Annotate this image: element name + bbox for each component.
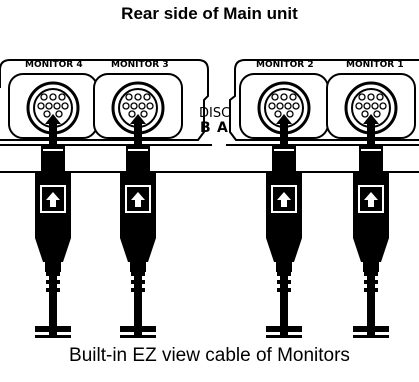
monitor-4-pin bbox=[58, 93, 66, 101]
monitor-1-pin bbox=[355, 102, 363, 110]
monitor-4-label: MONITOR 4 bbox=[25, 60, 83, 70]
disc-b-label: B bbox=[200, 120, 211, 136]
monitor-1-pin bbox=[358, 93, 366, 101]
monitor-4-pin bbox=[61, 102, 69, 110]
monitor-2-pin bbox=[289, 93, 297, 101]
monitor-3-pin bbox=[128, 110, 136, 118]
monitor-1-pin bbox=[371, 102, 379, 110]
monitor-3-pin bbox=[125, 93, 133, 101]
monitor-1-port-assembly bbox=[326, 73, 416, 338]
monitor-1-pin bbox=[379, 102, 387, 110]
disc-label: DISC bbox=[199, 106, 230, 121]
diagram-caption: Built-in EZ view cable of Monitors bbox=[69, 345, 350, 366]
monitor-4-pin bbox=[45, 102, 53, 110]
left-panel-frame bbox=[0, 59, 209, 141]
monitor-3-pin bbox=[146, 102, 154, 110]
monitor-2-pin bbox=[274, 110, 282, 118]
monitor-1-pin bbox=[376, 93, 384, 101]
monitor-2-cable bbox=[280, 272, 288, 336]
monitor-2-pin bbox=[268, 102, 276, 110]
monitor-3-pin bbox=[140, 110, 148, 118]
monitor-2-pin bbox=[286, 110, 294, 118]
monitor-3-pin bbox=[134, 93, 142, 101]
monitor-4-cable bbox=[49, 272, 57, 336]
monitor-2-arrow-icon bbox=[271, 185, 297, 213]
monitor-4-pin bbox=[53, 102, 61, 110]
monitor-4-pin bbox=[40, 93, 48, 101]
monitor-2-port-assembly bbox=[239, 73, 329, 338]
monitor-3-pin bbox=[143, 93, 151, 101]
monitor-1-pin bbox=[367, 93, 375, 101]
monitor-2-pin bbox=[276, 102, 284, 110]
diagram-title: Rear side of Main unit bbox=[121, 4, 298, 23]
monitor-3-pin bbox=[138, 102, 146, 110]
monitor-1-pin bbox=[361, 110, 369, 118]
monitor-2-pin bbox=[280, 93, 288, 101]
monitor-1-cable bbox=[367, 272, 375, 336]
monitor-3-label: MONITOR 3 bbox=[111, 60, 169, 70]
monitor-2-pin bbox=[292, 102, 300, 110]
monitor-2-label: MONITOR 2 bbox=[256, 60, 314, 70]
monitor-4-pin bbox=[43, 110, 51, 118]
monitor-4-pin bbox=[49, 93, 57, 101]
monitor-2-pin bbox=[271, 93, 279, 101]
monitor-3-pin bbox=[130, 102, 138, 110]
monitor-1-label: MONITOR 1 bbox=[346, 60, 404, 70]
monitor-3-port-assembly bbox=[93, 73, 183, 338]
monitor-2-pin bbox=[284, 102, 292, 110]
disc-a-label: A bbox=[217, 120, 228, 136]
right-panel-frame bbox=[229, 59, 419, 141]
monitor-4-pin bbox=[55, 110, 63, 118]
monitor-3-cable bbox=[134, 272, 142, 336]
monitor-4-pin bbox=[37, 102, 45, 110]
monitor-4-port-assembly bbox=[8, 73, 98, 338]
monitor-1-pin bbox=[363, 102, 371, 110]
monitor-3-pin bbox=[122, 102, 130, 110]
monitor-1-pin bbox=[373, 110, 381, 118]
